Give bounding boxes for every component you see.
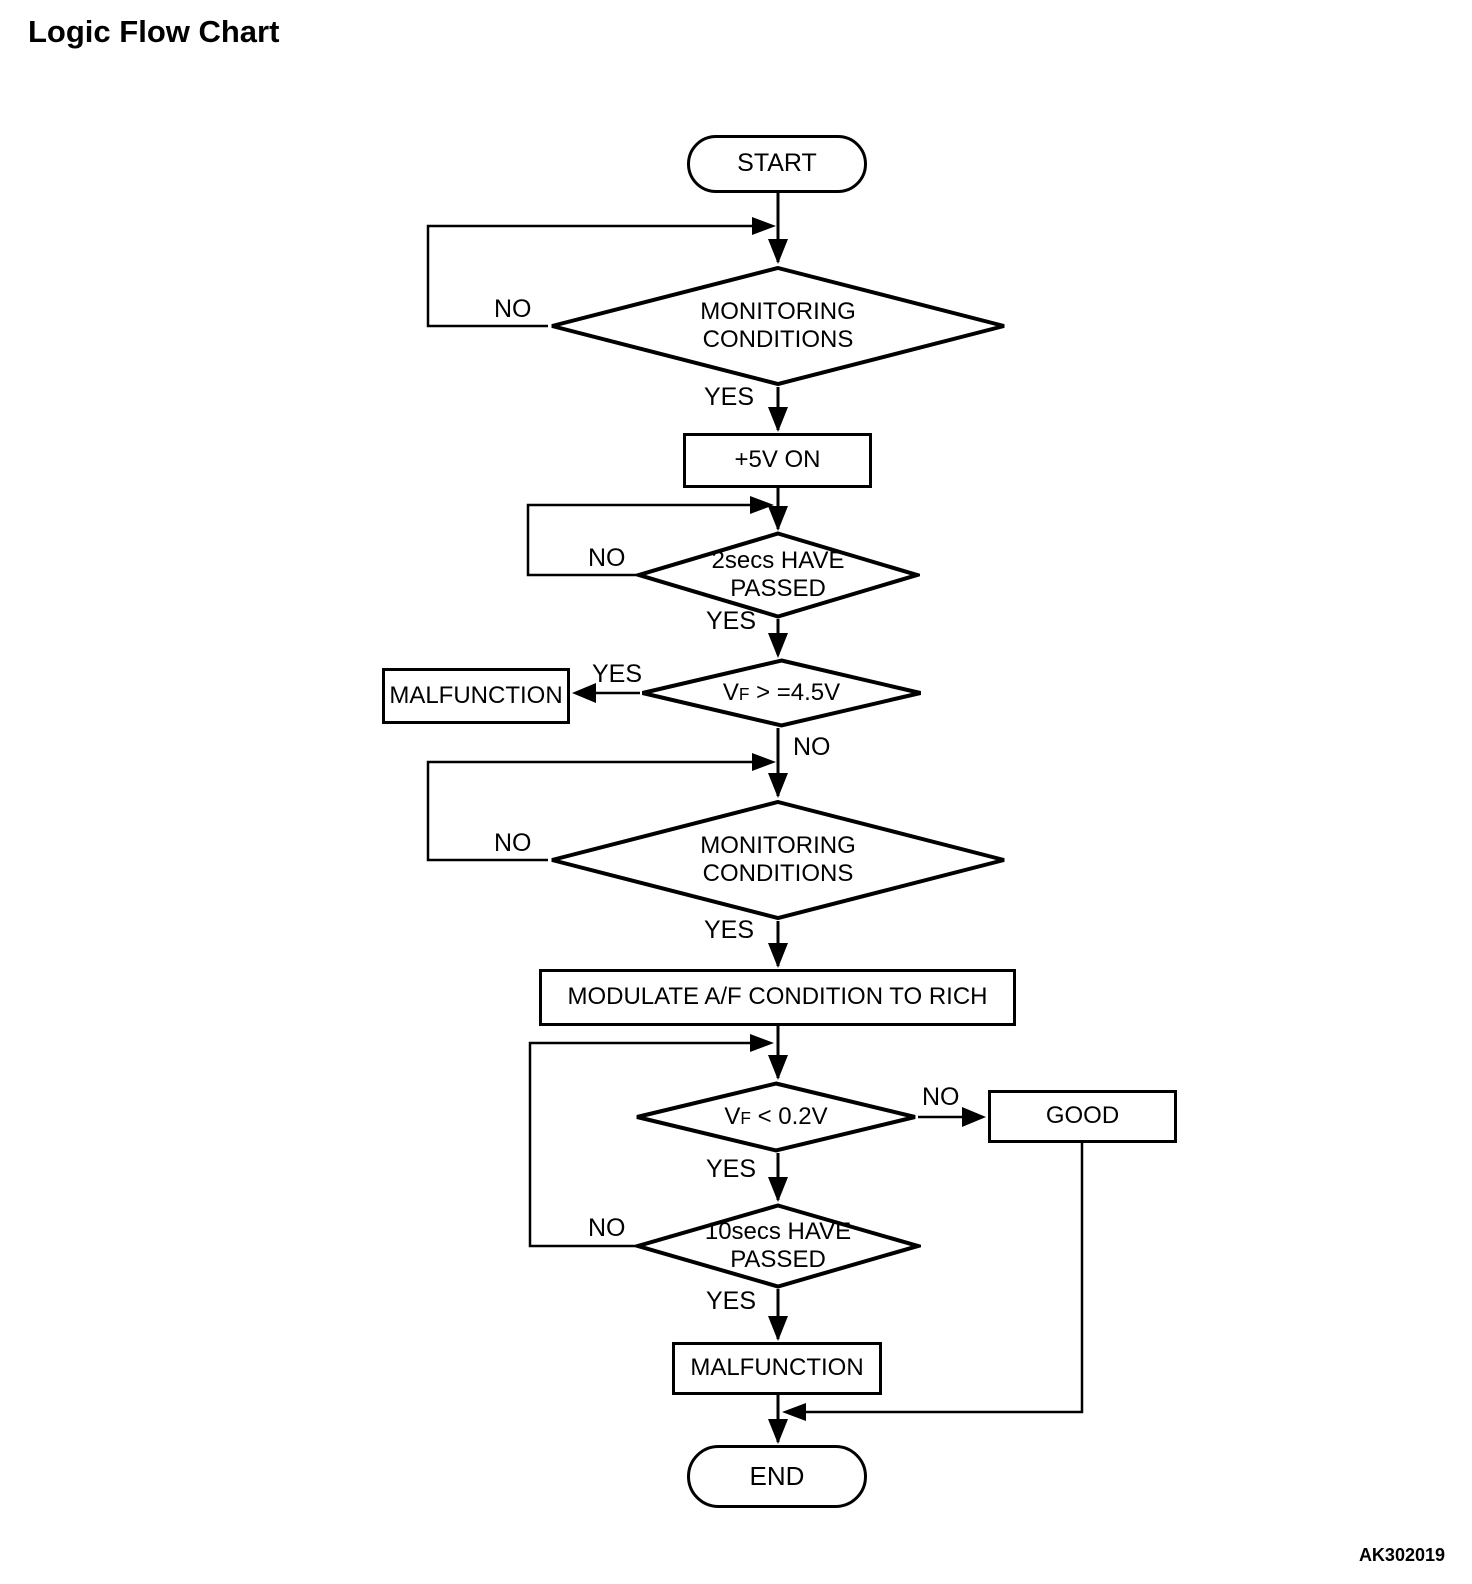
edge-2secs-no-loop [526,496,774,577]
edge-10secs-yes [768,1289,788,1341]
edge-label-no-monitoring1: NO [494,295,532,323]
diamond-shape [636,531,920,619]
vf-symbol: V [722,678,739,706]
edge-10secs-no-loop [528,1034,774,1248]
monitoring-conditions-2-node: MONITORING CONDITIONS [548,799,1008,921]
vf-subscript: F [740,1107,751,1128]
edge-label-yes-vf45: YES [592,660,643,688]
monitoring-conditions-2-label: MONITORING CONDITIONS [700,831,856,887]
2secs-have-passed-node: 2secs HAVE PASSED [636,531,920,619]
edge-label-no-2secs: NO [588,544,626,572]
edge-label-no-vf45: NO [793,733,831,761]
10secs-have-passed-node: 10secs HAVE PASSED [635,1203,921,1289]
edge-malfunction2-to-end [768,1395,788,1444]
vf-lt-0-2v-label: VF < 0.2V [724,1103,827,1131]
end-label: END [749,1461,805,1492]
edge-monitoring2-no-loop [426,753,776,862]
good-label: GOOD [1045,1102,1120,1130]
vf-condition: > =4.5V [749,678,841,706]
modulate-af-condition-label: MODULATE A/F CONDITION TO RICH [567,983,988,1011]
edge-vf02-yes [768,1153,788,1202]
diamond-shape [642,658,921,728]
plus-5v-on-node: +5V ON [683,433,872,488]
edge-5v-to-2secs [768,488,788,531]
edge-label-yes-monitoring2: YES [704,916,755,944]
vf-ge-4-5v-node: VF > =4.5V [640,658,923,728]
start-label: START [737,149,817,178]
edge-vf45-no-to-monitoring2 [768,728,788,798]
edge-monitoring1-no-loop [426,217,776,328]
diamond-shape [551,265,1005,387]
edge-label-yes-monitoring1: YES [704,383,755,411]
edge-label-yes-10secs: YES [706,1287,757,1315]
malfunction-2-node: MALFUNCTION [672,1342,882,1395]
diamond-shape [635,1203,921,1289]
2secs-have-passed-label: 2secs HAVE PASSED [711,546,845,602]
10secs-have-passed-label: 10secs HAVE PASSED [704,1217,852,1273]
edge-vf02-no-to-good [918,1107,986,1127]
vf-lt-0-2v-node: VF < 0.2V [634,1081,918,1153]
vf-ge-4-5v-label: VF > =4.5V [723,679,840,707]
malfunction-1-node: MALFUNCTION [382,668,570,724]
edge-label-no-monitoring2: NO [494,829,532,857]
good-node: GOOD [988,1090,1177,1143]
edge-good-merge [782,1143,1084,1421]
edge-monitoring1-yes [768,387,788,432]
page-title: Logic Flow Chart [28,14,280,49]
malfunction-2-label: MALFUNCTION [690,1354,864,1382]
end-node: END [687,1445,867,1508]
plus-5v-on-label: +5V ON [734,446,821,474]
edge-monitoring2-yes [768,921,788,968]
monitoring-conditions-1-label: MONITORING CONDITIONS [700,297,856,353]
edge-start-to-monitoring1 [768,193,788,264]
vf-condition: < 0.2V [750,1102,828,1130]
start-node: START [687,135,867,193]
edge-modulate-to-vf02 [768,1026,788,1080]
figure-code: AK302019 [1358,1545,1445,1565]
monitoring-conditions-1-node: MONITORING CONDITIONS [548,265,1008,387]
diamond-shape [636,1081,916,1153]
edge-vf45-yes-to-malfunction [572,683,640,703]
edge-label-yes-vf02: YES [706,1155,757,1183]
vf-subscript: F [738,683,750,704]
diamond-shape [551,799,1005,921]
modulate-af-condition-node: MODULATE A/F CONDITION TO RICH [539,969,1016,1026]
edge-label-no-vf02: NO [922,1083,960,1111]
edge-2secs-yes [768,619,788,658]
edge-label-no-10secs: NO [588,1214,626,1242]
malfunction-1-label: MALFUNCTION [389,681,563,709]
edge-label-yes-2secs: YES [706,607,757,635]
vf-symbol: V [724,1102,741,1130]
